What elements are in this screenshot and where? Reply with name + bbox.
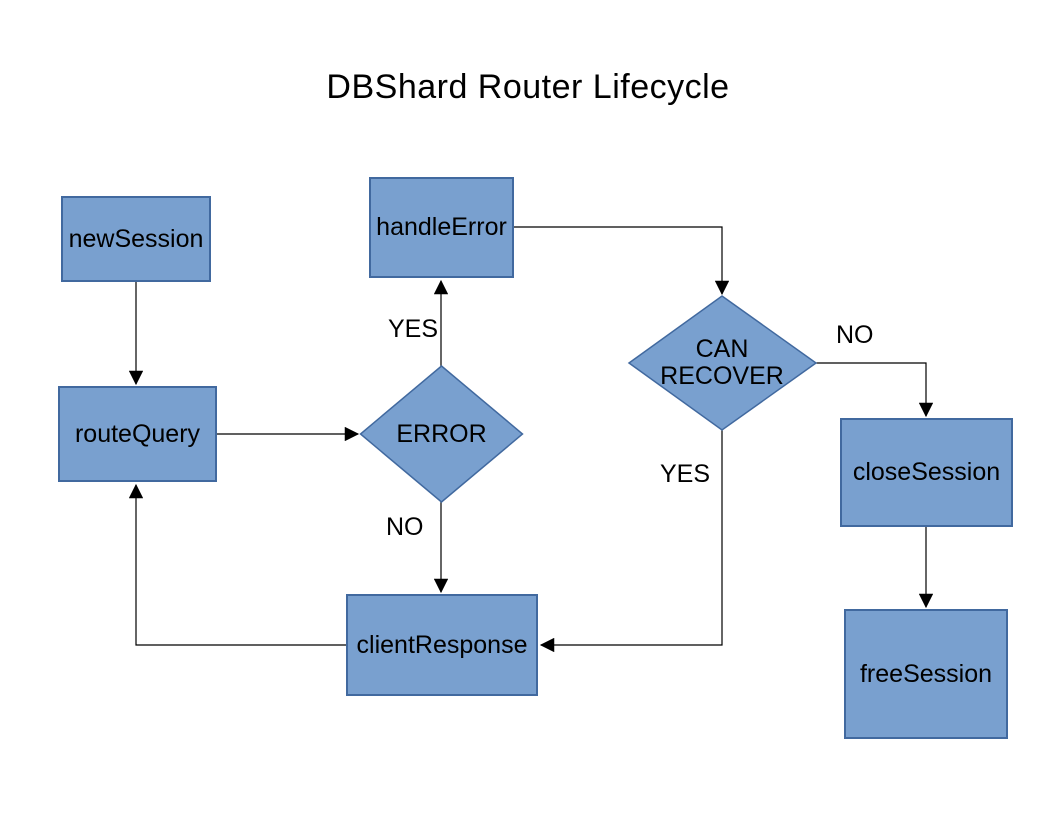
node-route-query-label: routeQuery xyxy=(74,419,201,448)
node-new-session-label: newSession xyxy=(68,224,204,253)
node-close-session-label: closeSession xyxy=(852,458,1001,486)
node-client-response: clientResponse xyxy=(346,594,538,696)
node-handle-error: handleError xyxy=(369,177,514,278)
node-handle-error-label: handleError xyxy=(376,213,507,241)
edge-label-recover-no: NO xyxy=(836,321,874,349)
node-route-query: routeQuery xyxy=(58,386,217,482)
edge-handleerror-canrecover xyxy=(514,226,730,296)
node-close-session: closeSession xyxy=(840,418,1013,527)
node-free-session-label: freeSession xyxy=(859,659,993,688)
diagram-title: DBShard Router Lifecycle xyxy=(326,68,730,106)
node-error-diamond-shape xyxy=(359,365,524,503)
edge-label-error-yes: YES xyxy=(387,315,438,343)
edge-canrecover-closesession-no xyxy=(816,362,934,418)
edge-label-recover-yes: YES xyxy=(660,460,711,488)
edge-canrecover-clientresponse-yes xyxy=(539,430,723,653)
node-client-response-label: clientResponse xyxy=(356,630,528,659)
node-can-recover-diamond-shape xyxy=(627,295,818,431)
edge-label-error-no: NO xyxy=(386,513,424,541)
node-free-session: freeSession xyxy=(844,609,1008,739)
edge-clientresponse-routequery xyxy=(128,483,346,646)
node-new-session: newSession xyxy=(61,196,211,282)
